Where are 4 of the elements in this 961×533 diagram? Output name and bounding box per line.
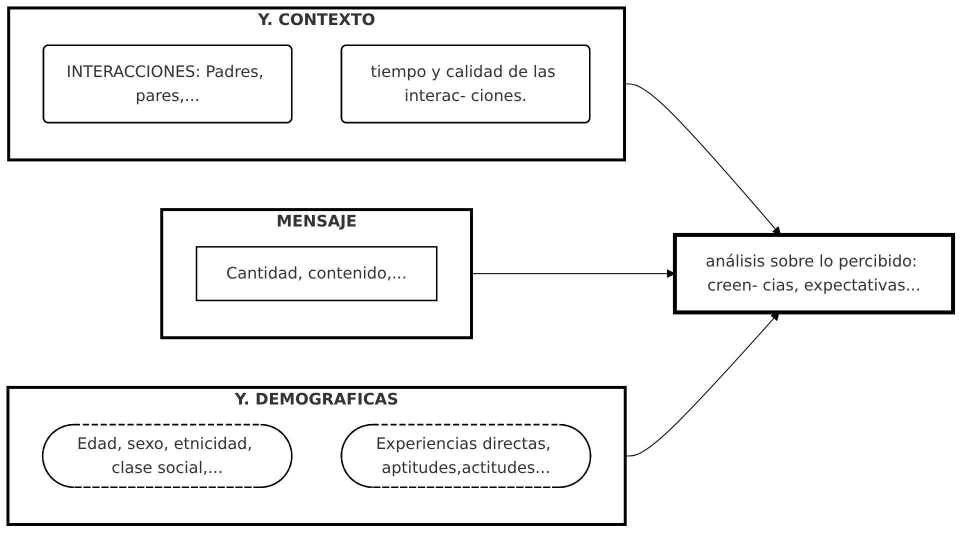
arrow [624, 84, 781, 236]
node-box: análisis sobre lo percibido: creen- cias, expectativas... [672, 233, 956, 315]
arrow [624, 312, 780, 457]
node-box: Cantidad, contenido,... [196, 246, 438, 302]
